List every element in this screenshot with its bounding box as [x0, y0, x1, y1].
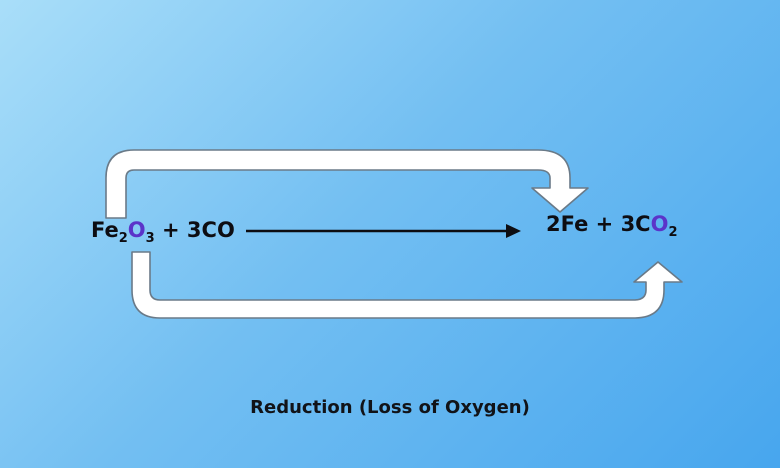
oxygen-symbol: O	[127, 218, 146, 242]
reactants-formula: Fe2O3 + 3CO	[91, 218, 235, 246]
diagram-caption: Reduction (Loss of Oxygen)	[250, 397, 530, 418]
iron-subscript: 2	[118, 231, 128, 246]
product-oxygen-subscript: 2	[668, 225, 678, 240]
iron-symbol: Fe	[91, 218, 119, 242]
oxygen-subscript: 3	[145, 231, 155, 246]
top-transfer-arrow	[105, 149, 589, 219]
product-oxygen-symbol: O	[650, 212, 669, 236]
products-formula: 2Fe + 3CO2	[546, 212, 678, 240]
products-main-term: 2Fe + 3C	[546, 212, 651, 236]
reaction-arrow-head	[506, 224, 521, 238]
carbon-monoxide-term: + 3CO	[154, 218, 235, 242]
bottom-oxygen-arrow	[131, 251, 683, 319]
